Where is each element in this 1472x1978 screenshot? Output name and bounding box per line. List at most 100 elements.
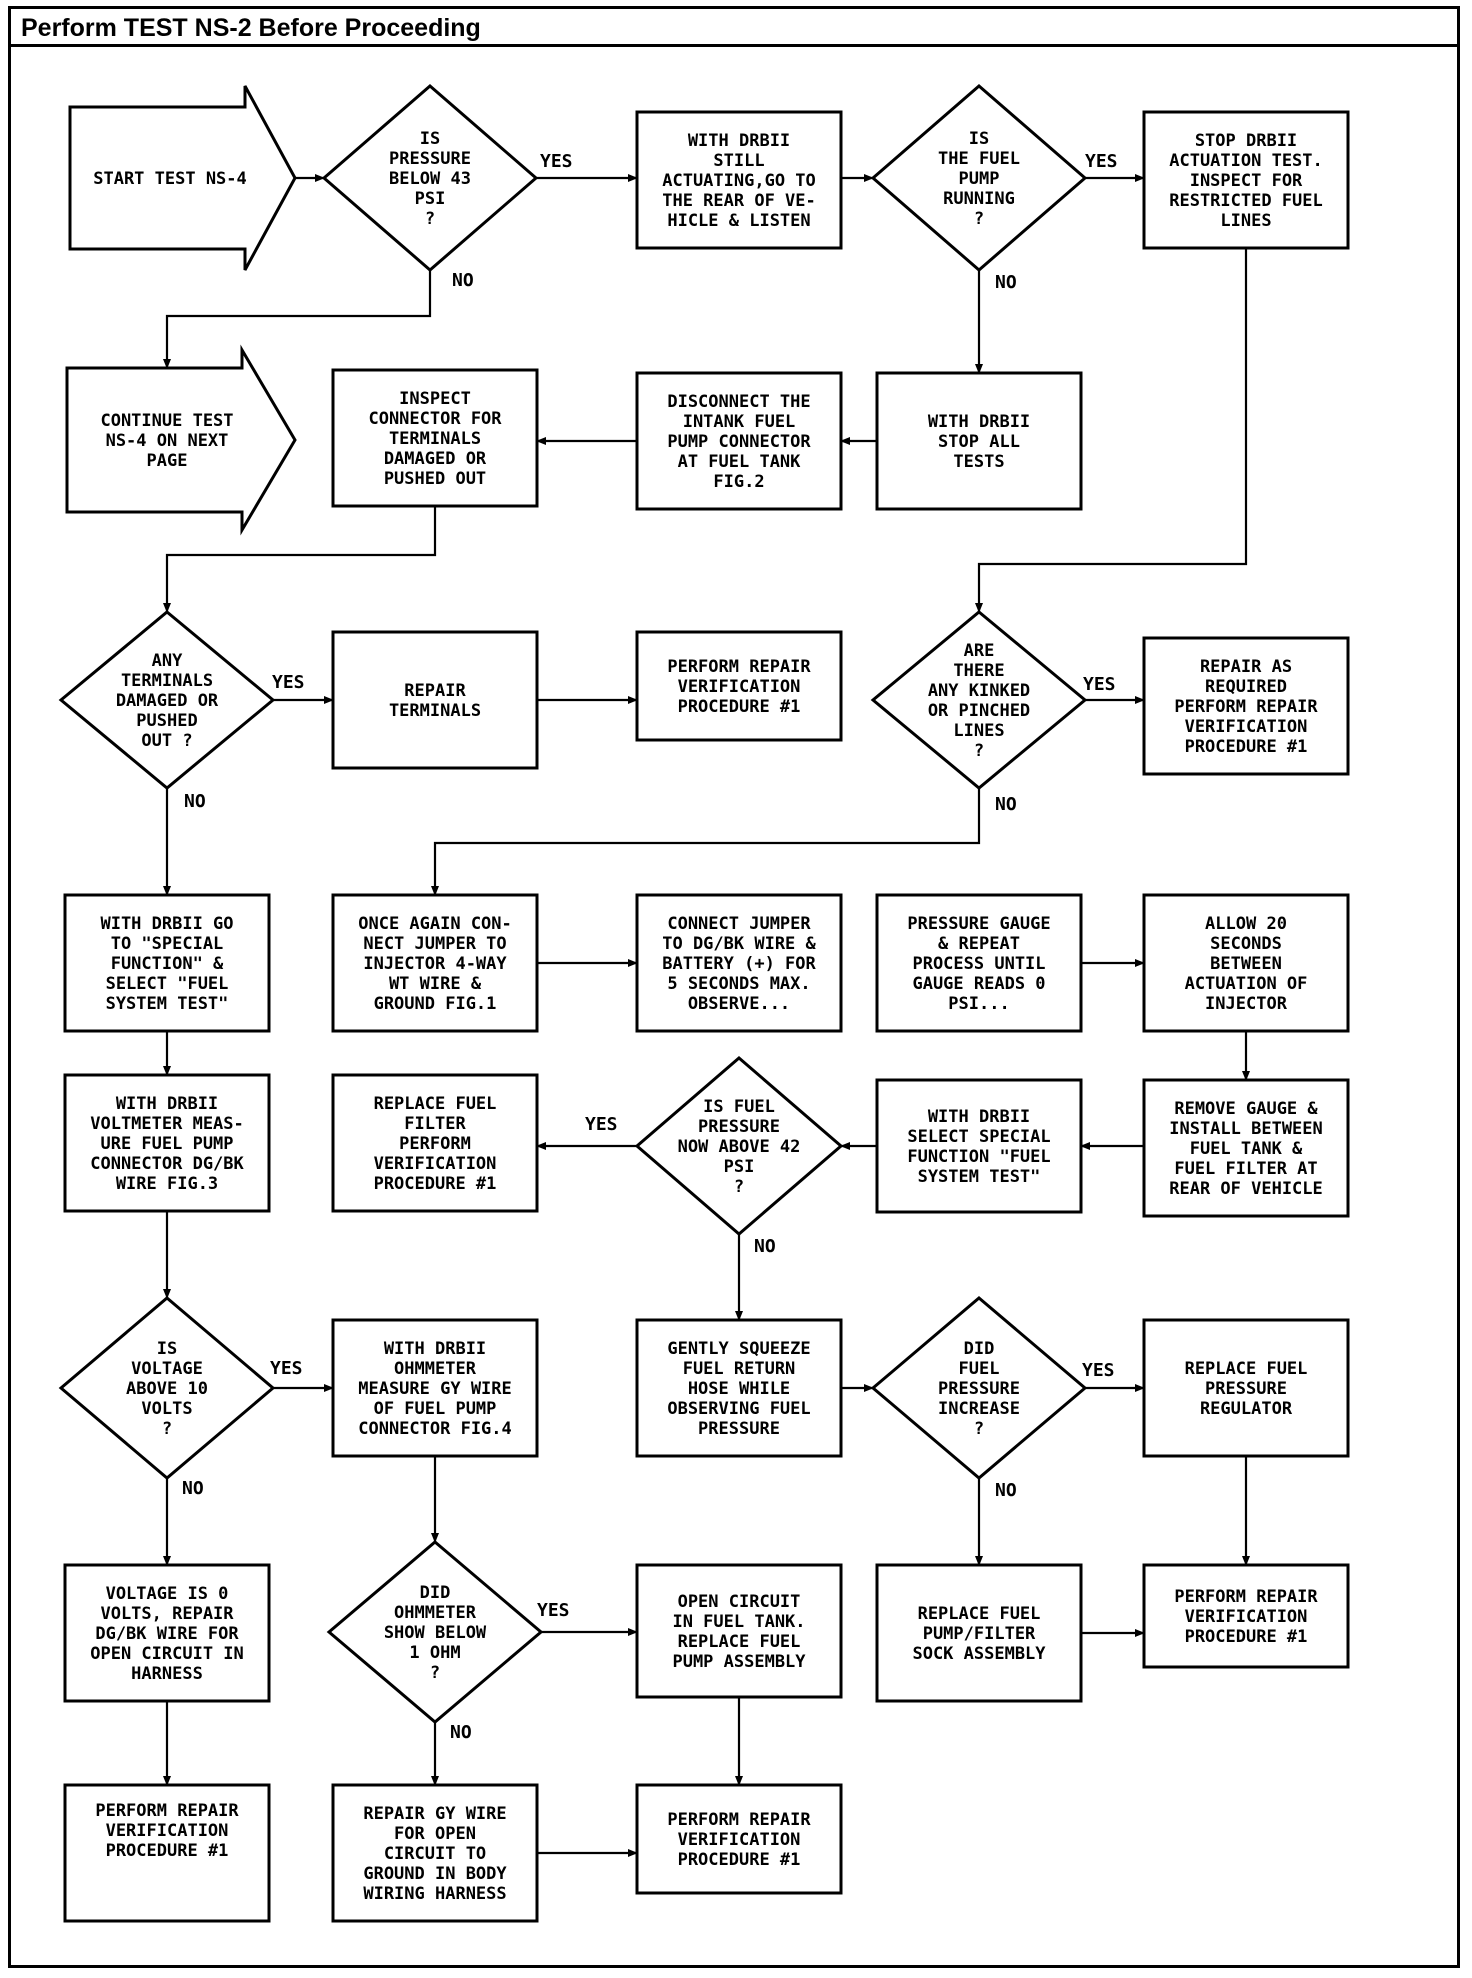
node-line: VOLTMETER MEAS- <box>90 1114 244 1134</box>
node-line: INCREASE <box>938 1399 1020 1419</box>
node-line: INJECTOR 4-WAY <box>363 954 507 974</box>
node-line: IN FUEL TANK. <box>672 1612 805 1632</box>
node-line: ACTUATING,GO TO <box>662 171 816 191</box>
node-line: ? <box>734 1177 744 1197</box>
node-line: SECONDS <box>1210 934 1282 954</box>
node-line: HARNESS <box>131 1664 203 1684</box>
node-line: DAMAGED OR <box>384 449 487 469</box>
node-line: VERIFICATION <box>106 1821 229 1841</box>
node-line: IS <box>157 1339 177 1359</box>
node-line: IS FUEL <box>703 1097 775 1117</box>
node-line: VOLTS <box>141 1399 192 1419</box>
node-line: REGULATOR <box>1200 1399 1293 1419</box>
node-start-text: START TEST NS-4 <box>93 169 247 189</box>
node-line: VERIFICATION <box>1185 717 1308 737</box>
edge-b2-to-d4 <box>975 248 1248 613</box>
connectors <box>163 174 1250 1857</box>
node-line: SELECT SPECIAL <box>907 1127 1050 1147</box>
label-no-d6: NO <box>182 1478 204 1499</box>
node-line: THERE <box>953 661 1004 681</box>
node-line: LINES <box>1220 211 1271 231</box>
node-line: PERFORM REPAIR <box>1174 1587 1318 1607</box>
label-yes-d3: YES <box>272 672 305 693</box>
node-line: REPAIR <box>404 681 466 701</box>
node-line: ? <box>974 741 984 761</box>
node-line: 1 OHM <box>409 1643 460 1663</box>
node-line: SELECT "FUEL <box>106 974 229 994</box>
label-no-d1: NO <box>452 270 474 291</box>
label-yes-d5: YES <box>585 1114 618 1135</box>
node-line: FUEL FILTER AT <box>1174 1159 1317 1179</box>
node-line: HOSE WHILE <box>688 1379 790 1399</box>
node-line: FUNCTION" & <box>111 954 224 974</box>
node-line: WITH DRBII GO <box>100 914 233 934</box>
node-line: BETWEEN <box>1210 954 1282 974</box>
node-line: OBSERVE... <box>688 994 790 1014</box>
node-line: STOP DRBII <box>1195 131 1297 151</box>
node-line: PERFORM REPAIR <box>667 1810 811 1830</box>
node-line: GROUND FIG.1 <box>374 994 497 1014</box>
node-line: PSI... <box>948 994 1009 1014</box>
node-line: FILTER <box>404 1114 466 1134</box>
node-line: ? <box>974 1419 984 1439</box>
node-line: PAGE <box>147 451 188 471</box>
node-line: HICLE & LISTEN <box>667 211 810 231</box>
node-line: CIRCUIT TO <box>384 1844 486 1864</box>
node-line: THE FUEL <box>938 149 1020 169</box>
node-line: OHMMETER <box>394 1603 477 1623</box>
node-line: WITH DRBII <box>116 1094 218 1114</box>
node-line: TESTS <box>953 452 1004 472</box>
node-line: PSI <box>724 1157 755 1177</box>
node-line: TERMINALS <box>389 429 481 449</box>
node-line: VERIFICATION <box>1185 1607 1308 1627</box>
node-line: ABOVE 10 <box>126 1379 208 1399</box>
node-line: OHMMETER <box>394 1359 477 1379</box>
node-line: PROCEDURE #1 <box>374 1174 497 1194</box>
node-line: REPLACE FUEL <box>678 1632 801 1652</box>
node-line: GROUND IN BODY <box>363 1864 507 1884</box>
node-line: TO DG/BK WIRE & <box>662 934 816 954</box>
node-line: REPLACE FUEL <box>374 1094 497 1114</box>
node-line: PUMP ASSEMBLY <box>672 1652 806 1672</box>
node-line: NOW ABOVE 42 <box>678 1137 801 1157</box>
node-line: ANY <box>152 651 183 671</box>
node-line: DISCONNECT THE <box>667 392 810 412</box>
node-line: VERIFICATION <box>678 1830 801 1850</box>
node-line: WIRE FIG.3 <box>116 1174 218 1194</box>
node-line: OPEN CIRCUIT <box>678 1592 801 1612</box>
node-line: INSTALL BETWEEN <box>1169 1119 1323 1139</box>
label-no-d3: NO <box>184 791 206 812</box>
node-line: RESTRICTED FUEL <box>1169 191 1323 211</box>
label-yes-d6: YES <box>270 1358 303 1379</box>
node-line: RUNNING <box>943 189 1015 209</box>
node-line: WITH DRBII <box>688 131 790 151</box>
node-line: PRESSURE GAUGE <box>907 914 1050 934</box>
node-line: VERIFICATION <box>678 677 801 697</box>
